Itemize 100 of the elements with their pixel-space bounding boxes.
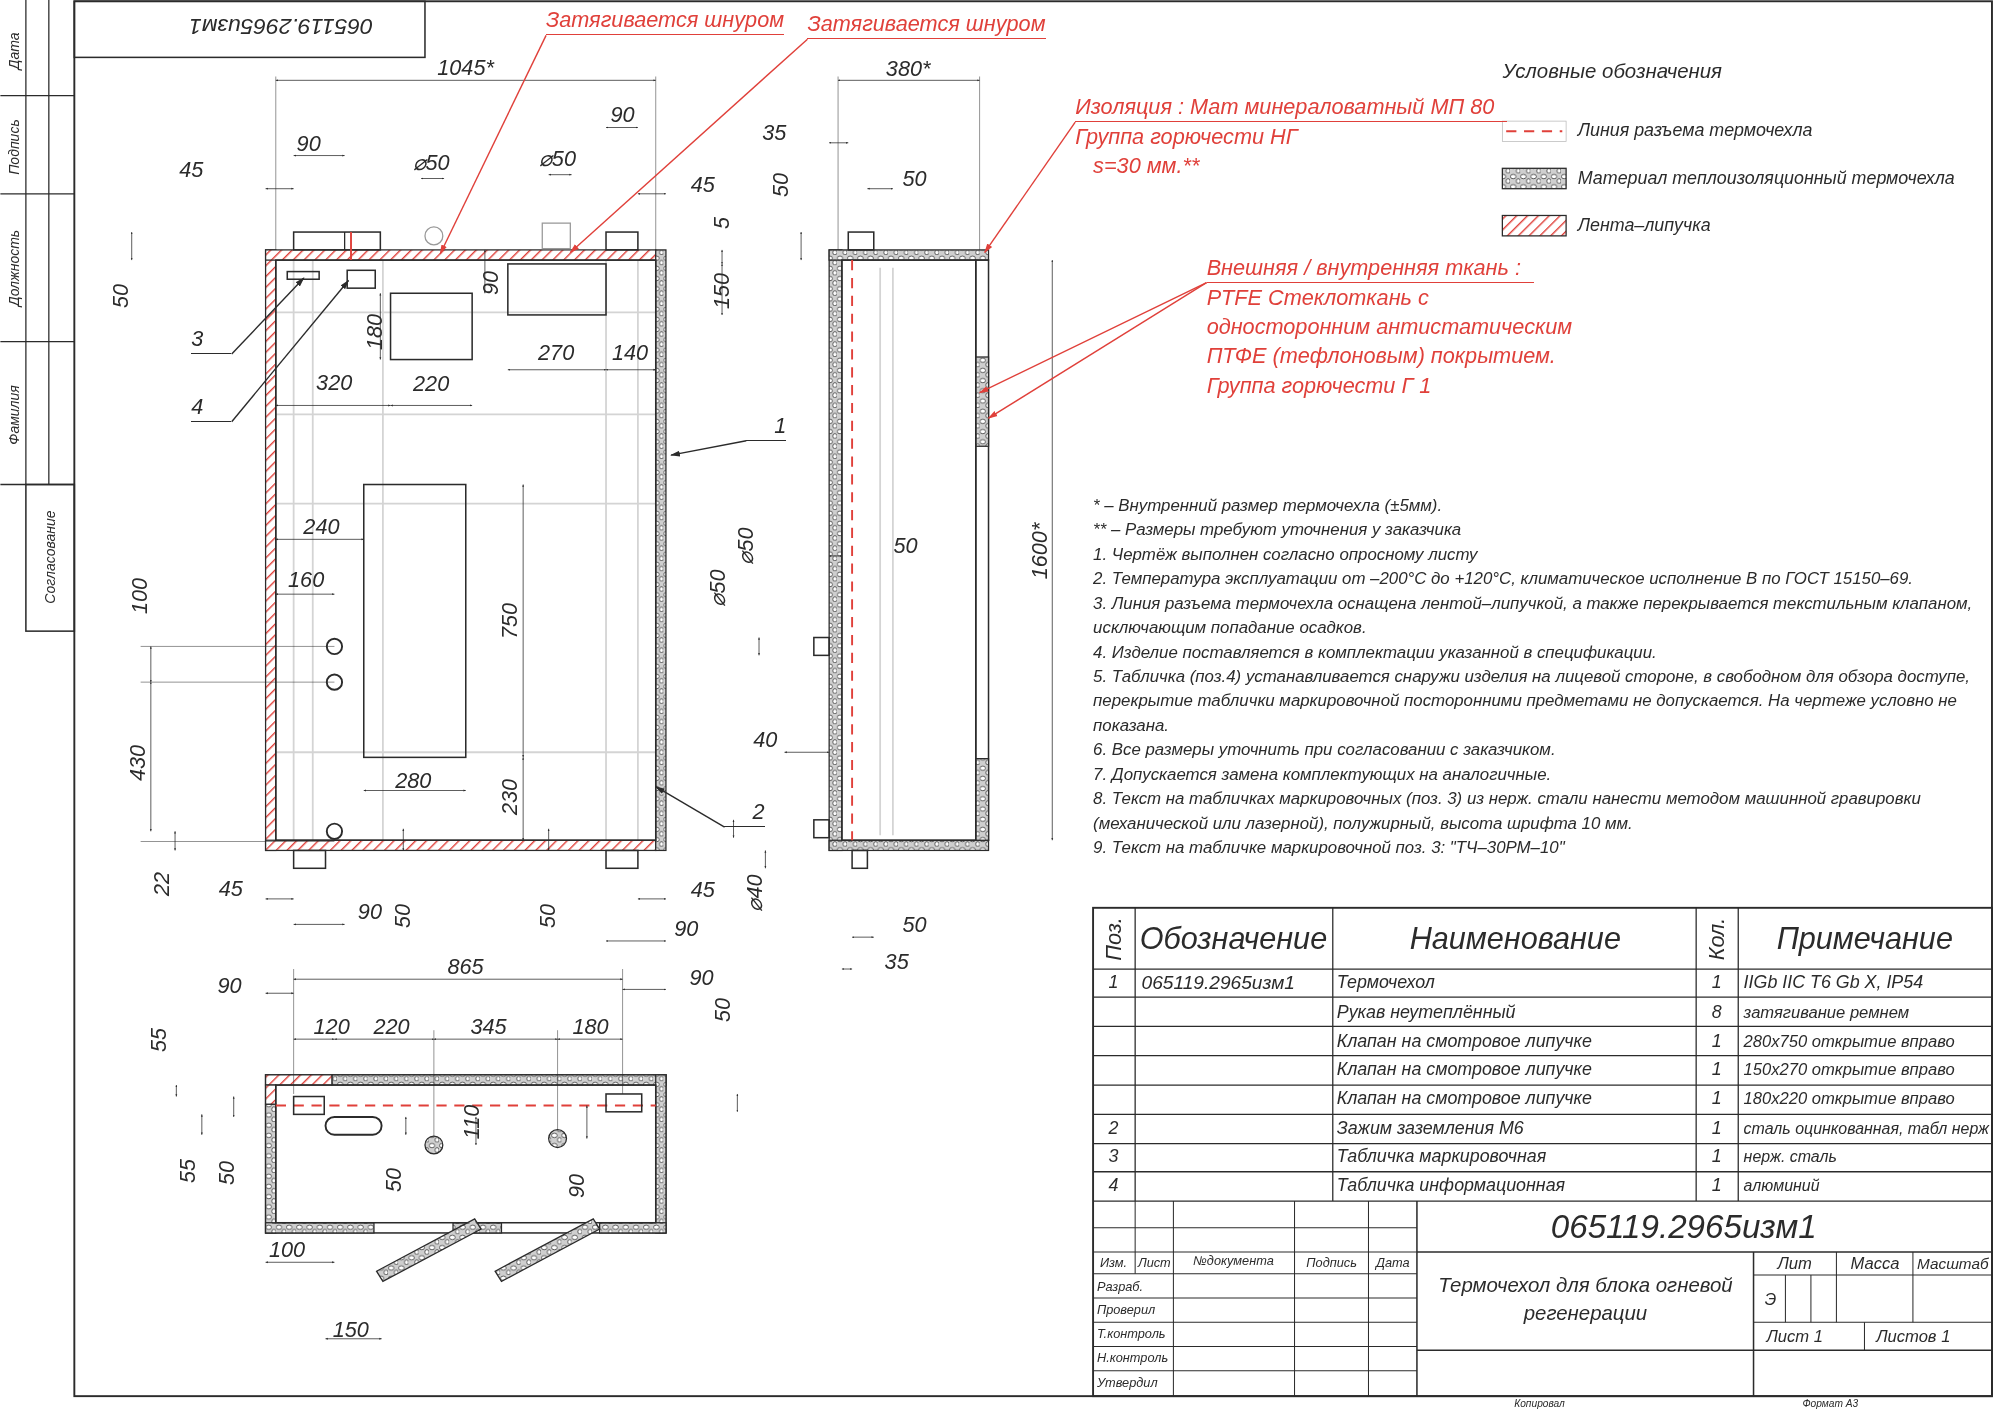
dimension-value: 140	[612, 341, 649, 366]
note-text: 2. Температура эксплуатации от –200°С до +120°С, климатическое исполнение В по ГОСТ 15150–69.	[1093, 568, 1914, 591]
table-header: Примечание	[1776, 921, 1953, 956]
dimension-value: 55	[147, 1027, 172, 1052]
note-text: 1. Чертёж выполнен согласно опросному листу	[1093, 543, 1479, 566]
drawing-title: Термочехол для блока огневой регенерации	[1437, 1273, 1734, 1327]
callout-text: Изоляция : Мат минераловатный МП 80	[1075, 91, 1507, 123]
stamp-field-label: Разраб.	[1096, 1280, 1144, 1294]
dimension-value: ⌀50	[706, 569, 731, 607]
stamp-field-label: Подпись	[1306, 1255, 1357, 1270]
dimension-value: 90	[479, 271, 503, 296]
table-header: Кол.	[1704, 917, 1729, 961]
dimension-value: 90	[674, 916, 699, 941]
dimension-value: 50	[536, 903, 561, 928]
leader-line	[670, 440, 747, 457]
dimension-value: 50	[893, 534, 918, 558]
legend-text: Лента–липучка	[1577, 215, 1711, 236]
dimension-value: 5	[710, 217, 734, 230]
table-cell: 2	[1108, 1119, 1119, 1139]
dimension-value: 150	[710, 272, 734, 309]
table-cell: Клапан на смотровое липучке	[1336, 1089, 1592, 1110]
stamp-field-label: Масса	[1850, 1254, 1900, 1274]
drawing-number: 065119.2965изм1	[188, 12, 373, 39]
table-cell: Табличка информационная	[1336, 1176, 1566, 1197]
dimension-value: 45	[690, 878, 715, 903]
dimension-value: 270	[538, 341, 575, 366]
table-header: Наименование	[1409, 921, 1621, 956]
dimension-value: 50	[382, 1167, 407, 1192]
note-text: 8. Текст на табличках маркировочных (поз. 3) из нерж. стали нанести методом машинной гравировки (механической или лазерной), полужирный, высота шрифта 10 мм.	[1093, 788, 1922, 835]
table-cell: 4	[1108, 1176, 1119, 1197]
dimension-value: 280	[395, 768, 432, 793]
dimension-value: 750	[498, 603, 523, 640]
table-cell: IIGb IIC T6 Gb X, IP54	[1743, 973, 1924, 994]
margin-field-label: Дата	[7, 32, 23, 70]
dimension-value: 220	[373, 1014, 410, 1039]
table-cell: 1	[1711, 1147, 1722, 1167]
drawing-number: 065119.2965изм1	[1550, 1208, 1817, 1246]
note-text: 7. Допускается замена комплектующих на аналогичные.	[1093, 763, 1553, 786]
legend-text: Материал теплоизоляционный термочехла	[1577, 168, 1955, 189]
dimension-value: 345	[470, 1014, 507, 1039]
stamp-field-label: Э	[1764, 1290, 1777, 1309]
dimension-value: 220	[413, 372, 450, 396]
table-cell: 180x220 открытие вправо	[1743, 1090, 1955, 1109]
dimension-value: 90	[217, 974, 242, 998]
leader-line	[984, 121, 1076, 254]
margin-field-label: Согласование	[43, 510, 59, 605]
dimension-value: 230	[498, 779, 523, 816]
dimension-value: 90	[564, 1174, 589, 1199]
table-cell: сталь оцинкованная, табл нерж	[1743, 1120, 1990, 1138]
callout-text: Внешняя / внутренняя ткань :	[1206, 252, 1534, 283]
footer-text: Копировал	[1514, 1398, 1565, 1410]
dimension-value: 110	[460, 1105, 484, 1140]
dimension-value: 90	[357, 900, 382, 924]
leader-line	[231, 279, 350, 423]
dimension-value: 320	[316, 370, 353, 395]
dimension-value: 45	[218, 877, 243, 901]
callout-text: s=30 мм.**	[1092, 152, 1201, 181]
dimension-value: 1600*	[1027, 522, 1052, 580]
dimension-value: 430	[125, 744, 150, 781]
table-header: Поз.	[1101, 916, 1126, 961]
note-text: * – Внутренний размер термочехла (±5мм).	[1093, 494, 1444, 517]
dimension-value: 1045*	[437, 55, 494, 80]
stamp-field-label: №документа	[1193, 1254, 1274, 1269]
dimension-value: ⌀50	[538, 147, 576, 172]
table-cell: Рукав неутеплённый	[1336, 1002, 1516, 1023]
dimension-value: 35	[762, 120, 787, 145]
leader-line	[654, 786, 726, 828]
stamp-field-label: Лит	[1777, 1254, 1812, 1274]
dimension-value: ⌀40	[743, 874, 767, 912]
legend-heading: Условные обозначения	[1502, 60, 1722, 83]
note-text: ** – Размеры требуют уточнения у заказчика	[1093, 519, 1463, 542]
table-cell: 1	[1711, 1060, 1722, 1080]
stamp-field-label: Дата	[1376, 1255, 1410, 1270]
callout-number: 2	[724, 797, 765, 828]
callout-number: 1	[746, 410, 787, 441]
dimension-value: 120	[313, 1014, 350, 1039]
stamp-field-label: Листов 1	[1876, 1327, 1951, 1346]
stamp-field-label: Масштаб	[1917, 1255, 1989, 1273]
dimension-value: 180	[572, 1014, 609, 1039]
footer-text: Формат А3	[1802, 1398, 1859, 1410]
table-cell: 1	[1711, 973, 1722, 994]
note-text: 6. Все размеры уточнить при согласовании с заказчиком.	[1093, 739, 1557, 762]
table-cell: 1	[1108, 973, 1119, 994]
dimension-value: 50	[109, 283, 134, 308]
callout-text: Затягивается шнуром	[807, 8, 1046, 40]
table-cell: 8	[1711, 1002, 1722, 1023]
dimension-value: 100	[268, 1238, 306, 1262]
stamp-field-label: Лист 1	[1766, 1327, 1823, 1346]
dimension-value: 50	[902, 166, 927, 191]
dimension-value: 22	[150, 871, 174, 896]
leader-line	[439, 34, 547, 255]
table-cell: Термочехол	[1336, 973, 1435, 994]
dimension-value: ⌀50	[734, 527, 759, 565]
dimension-value: 55	[175, 1158, 200, 1183]
dimension-value: 90	[610, 102, 635, 127]
dimension-value: 35	[884, 949, 909, 974]
table-cell: Клапан на смотровое липучке	[1336, 1060, 1592, 1080]
table-cell: 1	[1711, 1032, 1722, 1052]
leader-line	[569, 38, 809, 254]
note-text: 9. Текст на табличке маркировочной поз. 3: "ТЧ–30РМ–10"	[1093, 837, 1567, 860]
